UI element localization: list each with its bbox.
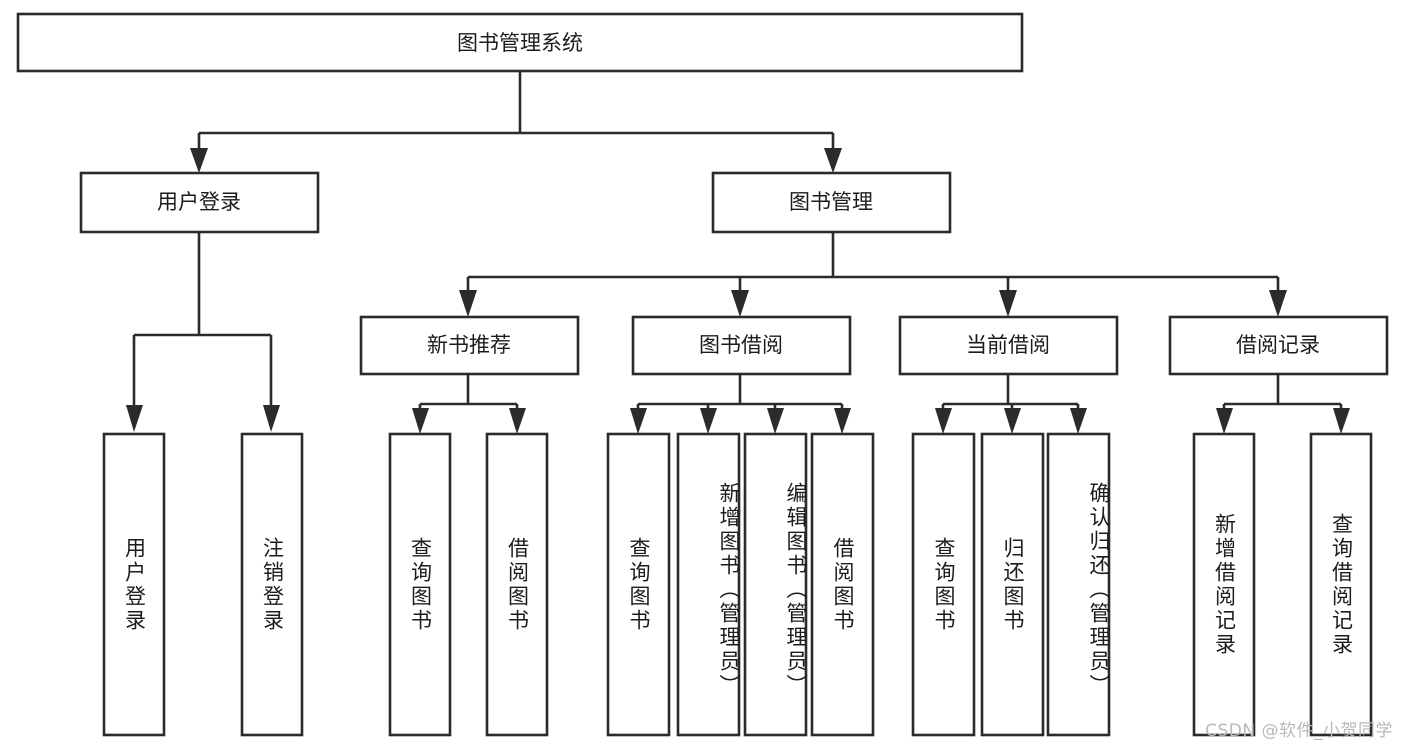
node-current-borrow-label: 当前借阅 — [966, 333, 1050, 357]
node-new-book-rec[interactable] — [359, 315, 580, 376]
arrowhead-leaf-user-logout — [263, 405, 280, 432]
node-root-box[interactable] — [16, 12, 1024, 73]
node-borrow-record-label: 借阅记录 — [1236, 333, 1320, 357]
arrowhead-leaf-user-login — [126, 405, 143, 432]
node-book-manage[interactable] — [711, 171, 952, 234]
node-leaf-add-record-box[interactable] — [1192, 432, 1256, 737]
node-leaf-user-login-box[interactable] — [102, 432, 166, 737]
arrowhead-borrow-record — [1269, 290, 1287, 317]
arrowhead-leaf-confirm-return — [1070, 408, 1087, 434]
node-book-borrow-label: 图书借阅 — [699, 333, 783, 357]
node-book-manage-label: 图书管理 — [789, 190, 873, 214]
node-borrow-record-box[interactable] — [1168, 315, 1389, 376]
node-user-login-box[interactable] — [79, 171, 320, 234]
connectors-current-borrow-to-leaves — [935, 374, 1087, 434]
connectors-book-manage-to-level3 — [459, 232, 1287, 317]
arrowhead-new-book-rec — [459, 290, 477, 317]
node-root[interactable] — [16, 12, 1024, 73]
arrowhead-user-login — [190, 148, 208, 173]
node-current-borrow-box[interactable] — [898, 315, 1119, 376]
arrowhead-leaf-query-record — [1333, 408, 1350, 434]
connectors-borrow-record-to-leaves — [1216, 374, 1350, 434]
node-book-borrow-box[interactable] — [631, 315, 852, 376]
node-leaf-add-book-box[interactable] — [676, 432, 741, 737]
csdn-watermark: CSDN @软件_小贺同学 — [1205, 721, 1393, 741]
node-leaf-query-book-1-box[interactable] — [388, 432, 452, 737]
arrowhead-leaf-edit-book — [767, 408, 784, 434]
node-leaf-query-book-2-box[interactable] — [606, 432, 671, 737]
arrowhead-leaf-add-book — [700, 408, 717, 434]
connectors-user-login-to-leaves — [126, 232, 280, 432]
arrowhead-leaf-query-book-2 — [630, 408, 647, 434]
arrowhead-leaf-query-book-3 — [935, 408, 952, 434]
node-leaf-edit-book-box[interactable] — [743, 432, 808, 737]
node-user-login-label: 用户登录 — [157, 190, 241, 214]
arrowhead-book-manage — [824, 148, 842, 173]
node-leaf-user-logout-box[interactable] — [240, 432, 304, 737]
arrowhead-leaf-return-book — [1004, 408, 1021, 434]
node-leaf-borrow-book-2-box[interactable] — [810, 432, 875, 737]
node-leaf-return-book-box[interactable] — [980, 432, 1045, 737]
node-leaf-confirm-return-box[interactable] — [1046, 432, 1111, 737]
arrowhead-book-borrow — [731, 290, 749, 317]
arrowhead-leaf-add-record — [1216, 408, 1233, 434]
arrowhead-leaf-borrow-book-1 — [509, 408, 526, 434]
connectors-new-book-to-leaves — [412, 374, 526, 434]
arrowhead-leaf-borrow-book-2 — [834, 408, 851, 434]
arrowhead-current-borrow — [999, 290, 1017, 317]
connectors-book-borrow-to-leaves — [630, 374, 851, 434]
node-leaf-query-record-box[interactable] — [1309, 432, 1373, 737]
node-book-borrow[interactable] — [631, 315, 852, 376]
node-leaf-query-book-3-box[interactable] — [911, 432, 976, 737]
node-new-book-rec-box[interactable] — [359, 315, 580, 376]
node-new-book-rec-label: 新书推荐 — [427, 333, 511, 357]
arrowhead-leaf-query-book-1 — [412, 408, 429, 434]
connectors-root-to-level2 — [190, 71, 842, 173]
node-book-manage-box[interactable] — [711, 171, 952, 234]
node-leaf-borrow-book-1-box[interactable] — [485, 432, 549, 737]
node-borrow-record[interactable] — [1168, 315, 1389, 376]
node-current-borrow[interactable] — [898, 315, 1119, 376]
node-root-label: 图书管理系统 — [457, 31, 583, 55]
node-user-login[interactable] — [79, 171, 320, 234]
